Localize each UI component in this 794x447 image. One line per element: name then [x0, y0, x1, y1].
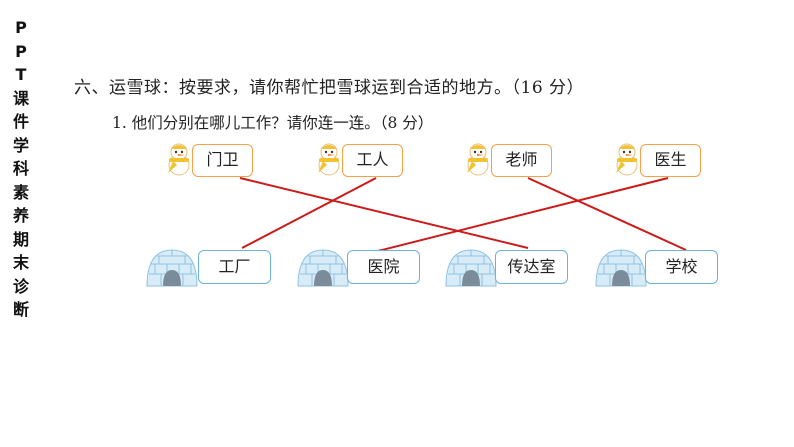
sidebar-char: 末	[12, 253, 29, 272]
sidebar-char: 课	[12, 88, 29, 108]
place-label: 学校	[665, 257, 698, 276]
place-card-factory[interactable]: 工厂	[198, 250, 271, 284]
person-card-worker[interactable]: 工人	[342, 144, 403, 177]
snowman-icon	[168, 143, 190, 176]
sidebar-char: 科	[12, 159, 29, 178]
match-line-worker-factory	[241, 177, 377, 249]
question-subtitle: 1. 他们分别在哪儿工作？请你连一连。（8 分）	[112, 114, 434, 132]
sidebar-char: 养	[12, 206, 29, 225]
person-card-guard[interactable]: 门卫	[192, 144, 253, 177]
igloo-icon	[146, 249, 198, 287]
place-card-hospital[interactable]: 医院	[347, 250, 420, 284]
sidebar-char: P	[15, 41, 27, 61]
person-label: 医生	[654, 150, 687, 169]
place-card-reception[interactable]: 传达室	[495, 250, 568, 284]
sidebar-char: 诊	[12, 276, 29, 296]
person-label: 老师	[505, 150, 538, 169]
sidebar-char: 断	[12, 300, 29, 319]
sidebar-char: 件	[12, 112, 29, 131]
snowman-icon	[467, 143, 489, 176]
sidebar-char: 学	[12, 135, 29, 155]
igloo-icon	[297, 249, 349, 287]
person-card-doctor[interactable]: 医生	[640, 144, 701, 177]
snowman-icon	[318, 143, 340, 176]
sidebar-vertical-title: P P T 课 件 学 科 素 养 期 末 诊 断	[8, 16, 34, 322]
place-label: 医院	[367, 257, 400, 276]
match-line-doctor-hospital	[377, 177, 669, 252]
person-card-teacher[interactable]: 老师	[491, 144, 552, 177]
person-label: 工人	[356, 150, 389, 169]
match-line-guard-reception	[239, 177, 529, 249]
match-line-teacher-school	[527, 177, 687, 251]
question-title: 六、运雪球：按要求，请你帮忙把雪球运到合适的地方。（16 分）	[74, 78, 585, 98]
place-label: 工厂	[218, 257, 251, 276]
snowman-icon	[616, 143, 638, 176]
igloo-icon	[595, 249, 647, 287]
igloo-icon	[445, 249, 497, 287]
place-card-school[interactable]: 学校	[645, 250, 718, 284]
person-label: 门卫	[206, 150, 239, 169]
place-label: 传达室	[507, 257, 556, 276]
sidebar-char: 期	[12, 229, 29, 249]
sidebar-char: T	[15, 65, 27, 84]
sidebar-char: 素	[12, 182, 29, 202]
sidebar-char: P	[15, 18, 27, 37]
